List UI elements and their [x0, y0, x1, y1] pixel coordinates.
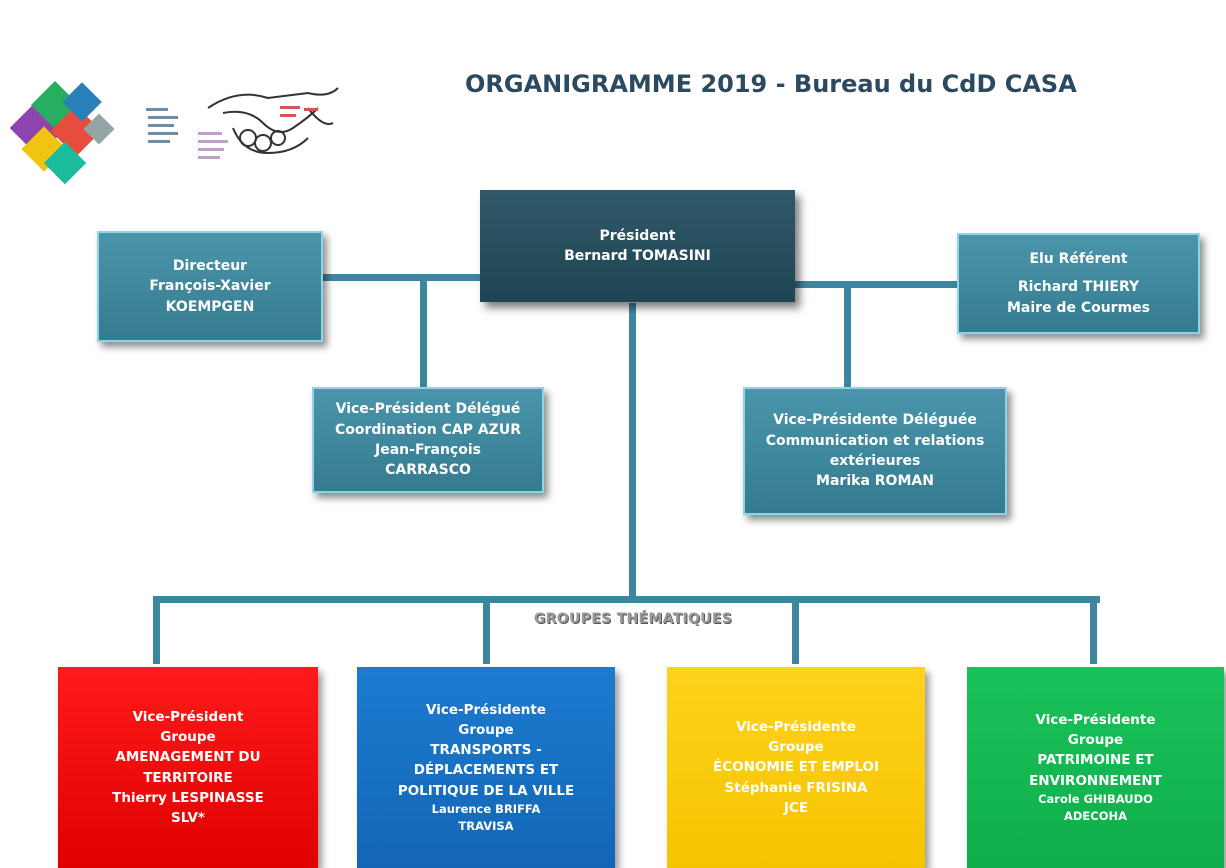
vpe-deleguee-line3: extérieures [829, 453, 921, 469]
group-3-label: Groupe [768, 739, 824, 756]
group-1-theme1: AMENAGEMENT DU [115, 749, 261, 766]
group-2-theme1: TRANSPORTS - [430, 742, 542, 759]
directeur-last-name: KOEMPGEN [165, 298, 255, 315]
president-name: Bernard TOMASINI [564, 248, 711, 264]
connector-groups-horizontal [153, 596, 1100, 603]
group-1-theme2: TERRITOIRE [143, 769, 233, 786]
vp-delegue-line3: Jean-François [375, 442, 481, 458]
group-box-transports: Vice-Présidente Groupe TRANSPORTS - DÉPL… [357, 667, 615, 868]
group-4-label: Groupe [1067, 732, 1124, 748]
elu-referent-title: Maire de Courmes [1006, 299, 1151, 316]
vp-delegue-line4: CARRASCO [385, 462, 471, 479]
connector-right-horizontal [795, 281, 958, 288]
connector-group-2 [483, 596, 490, 664]
page-title: ORGANIGRAMME 2019 - Bureau du CdD CASA [465, 70, 1077, 98]
connector-vp-delegue [420, 278, 427, 388]
elu-referent-name: Richard THIERY [1017, 279, 1140, 296]
vpe-deleguee-line4: Marika ROMAN [816, 473, 934, 490]
vpe-deleguee-line1: Vice-Présidente Déléguée [773, 412, 977, 429]
vpe-deleguee-box: Vice-Présidente Déléguée Communication e… [743, 387, 1007, 515]
logo [8, 68, 343, 186]
group-1-name: Thierry LESPINASSE [112, 789, 264, 806]
group-4-name: Carole GHIBAUDO [1038, 791, 1153, 806]
group-3-role: Vice-Présidente [735, 718, 856, 735]
groups-label: GROUPES THÉMATIQUES [0, 611, 1226, 627]
group-2-label: Groupe [458, 721, 514, 738]
connector-group-1 [153, 596, 160, 664]
connector-left-horizontal [322, 274, 482, 281]
directeur-role: Directeur [172, 258, 248, 275]
group-3-name: Stéphanie FRISINA [724, 779, 868, 796]
president-box: Président Bernard TOMASINI [480, 190, 795, 302]
group-4-org: ADECOHA [1063, 809, 1128, 823]
group-3-org: JCE [783, 799, 809, 816]
group-1-label: Groupe [160, 729, 216, 745]
directeur-first-name: François-Xavier [149, 278, 271, 295]
vp-delegue-box: Vice-Président Délégué Coordination CAP … [312, 387, 544, 493]
elu-referent-box: Elu Référent Richard THIERY Maire de Cou… [957, 233, 1200, 334]
connector-group-4 [1090, 596, 1097, 664]
group-2-org: TRAVISA [458, 819, 514, 834]
connector-group-3 [792, 596, 799, 664]
directeur-box: Directeur François-Xavier KOEMPGEN [97, 231, 323, 342]
group-2-theme2: DÉPLACEMENTS ET [413, 762, 559, 779]
connector-trunk [629, 303, 636, 600]
group-box-patrimoine: Vice-Présidente Groupe PATRIMOINE ET ENV… [967, 667, 1224, 868]
groups-label-text: GROUPES THÉMATIQUES [533, 611, 733, 627]
group-4-theme2: ENVIRONNEMENT [1029, 772, 1162, 789]
group-box-economie: Vice-Présidente Groupe ÉCONOMIE ET EMPLO… [667, 667, 925, 868]
vpe-deleguee-line2: Communication et relations [765, 432, 985, 449]
connector-vpe-deleguee [844, 285, 851, 388]
group-2-role: Vice-Présidente [425, 701, 546, 718]
handshake-logo-icon [9, 80, 339, 185]
group-4-role: Vice-Présidente [1035, 711, 1156, 728]
group-box-amenagement: Vice-Président Groupe AMENAGEMENT DU TER… [58, 667, 318, 868]
group-2-name: Laurence BRIFFA [431, 801, 541, 816]
group-4-theme1: PATRIMOINE ET [1037, 752, 1154, 769]
group-3-theme1: ÉCONOMIE ET EMPLOI [712, 759, 880, 776]
president-role: Président [599, 227, 676, 244]
elu-referent-role: Elu Référent [1029, 251, 1128, 268]
group-1-role: Vice-Président [132, 708, 244, 725]
group-2-theme3: POLITIQUE DE LA VILLE [397, 782, 575, 799]
vp-delegue-line2: Coordination CAP AZUR [335, 421, 521, 438]
vp-delegue-line1: Vice-Président Délégué [335, 401, 521, 418]
group-1-org: SLV* [171, 810, 205, 826]
